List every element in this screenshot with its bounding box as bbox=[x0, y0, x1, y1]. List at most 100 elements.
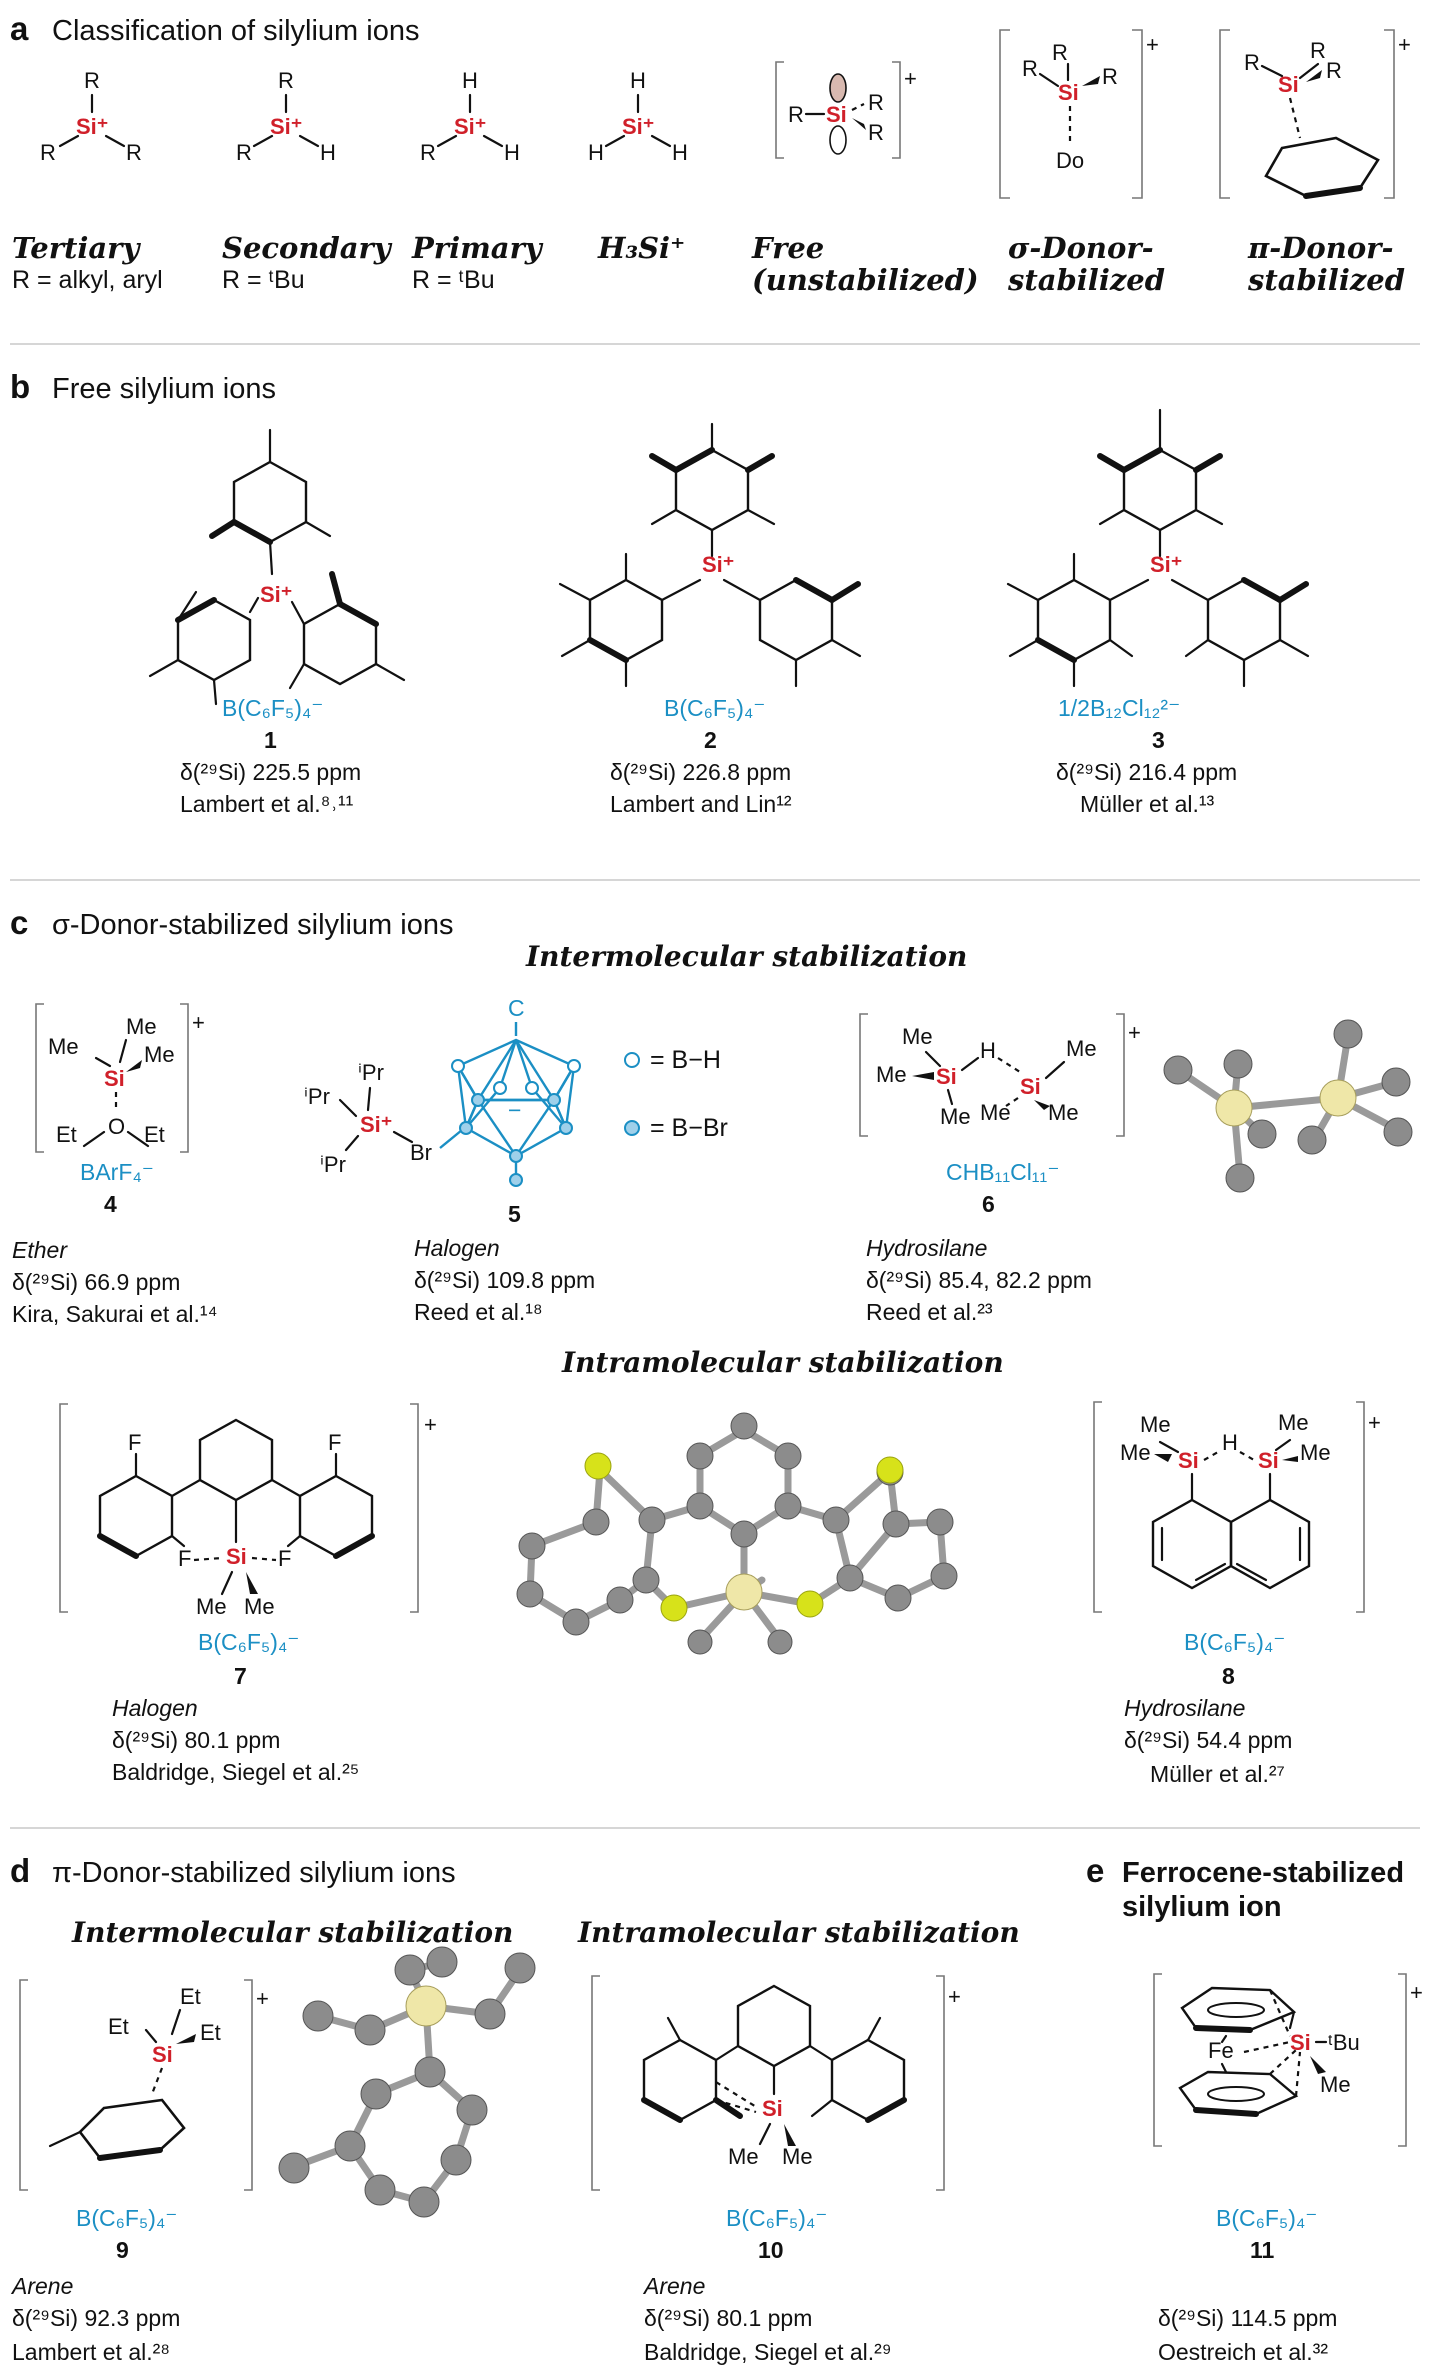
atom-me: Me bbox=[940, 1104, 971, 1129]
atom-si-plus: Si⁺ bbox=[260, 582, 292, 607]
atom-si: Si bbox=[1278, 72, 1299, 97]
subheading-intermolecular: Intermolecular stabilization bbox=[71, 1916, 513, 1949]
anion-label: B(C₆F₅)₄⁻ bbox=[76, 2205, 177, 2231]
atom-h: H bbox=[320, 140, 336, 165]
charge-plus: + bbox=[1398, 32, 1411, 57]
anion-label: BArF₄⁻ bbox=[80, 1159, 154, 1185]
atom-me: Me bbox=[782, 2144, 813, 2169]
atom-r: R bbox=[1326, 58, 1342, 83]
nmr-shift: δ(²⁹Si) 85.4, 82.2 ppm bbox=[866, 1267, 1092, 1293]
atom-c: C bbox=[508, 995, 525, 1021]
anion-label: B(C₆F₅)₄⁻ bbox=[222, 695, 323, 721]
panel-a: a Classification of silylium ions R Si⁺ … bbox=[10, 10, 1411, 297]
panel-e-letter: e bbox=[1086, 1852, 1104, 1889]
panel-e-title-line1: Ferrocene-stabilized bbox=[1122, 1857, 1404, 1889]
class-desc: R = ᵗBu bbox=[222, 266, 305, 294]
structure-primary: H Si⁺ R H bbox=[420, 68, 520, 165]
structure-compound-7: + F F F F Si Me Me B(C₆F₅)₄⁻ 7 bbox=[59, 1403, 437, 1785]
atom-tbu: ᵗBu bbox=[1328, 2030, 1360, 2055]
atom-r: R bbox=[84, 68, 100, 93]
atom-r: R bbox=[420, 140, 436, 165]
structure-compound-4: + Me Me Me Si O Et Et BArF₄⁻ 4 Ether δ(²… bbox=[12, 1003, 217, 1327]
atom-et: Et bbox=[144, 1122, 165, 1147]
panel-a-title: Classification of silylium ions bbox=[52, 15, 419, 47]
atom-r: R bbox=[40, 140, 56, 165]
atom-me: Me bbox=[1048, 1100, 1079, 1125]
atom-ipr: ⁱPr bbox=[358, 1060, 384, 1085]
reference: Müller et al.¹³ bbox=[1080, 791, 1215, 817]
atom-fe: Fe bbox=[1208, 2038, 1234, 2063]
nmr-shift: δ(²⁹Si) 226.8 ppm bbox=[610, 759, 791, 785]
legend-bh: = B−H bbox=[650, 1046, 721, 1074]
atom-h: H bbox=[1222, 1430, 1238, 1455]
nmr-shift: δ(²⁹Si) 66.9 ppm bbox=[12, 1269, 180, 1295]
atom-me: Me bbox=[144, 1042, 175, 1067]
atom-si: Si bbox=[104, 1066, 125, 1091]
atom-si: Si bbox=[1258, 1448, 1279, 1473]
atom-si: Si bbox=[1290, 2030, 1311, 2055]
structure-compound-1: Si⁺ B(C₆F₅)₄⁻ 1 δ(²⁹Si) 225.5 ppm Lamber… bbox=[148, 428, 406, 817]
subheading-intramolecular: Intramolecular stabilization bbox=[577, 1916, 1020, 1949]
class-name: Tertiary bbox=[12, 231, 141, 265]
stabilization-type: Halogen bbox=[112, 1695, 198, 1721]
atom-si: Si bbox=[152, 2042, 173, 2067]
empty-p-orbital bbox=[829, 73, 847, 103]
compound-number: 9 bbox=[116, 2237, 129, 2263]
atom-si: Si bbox=[762, 2096, 783, 2121]
reference: Lambert and Lin¹² bbox=[610, 791, 792, 817]
reference: Lambert et al.⁸˒¹¹ bbox=[180, 791, 354, 817]
atom-r: R bbox=[278, 68, 294, 93]
atom-et: Et bbox=[200, 2020, 221, 2045]
panel-d-title: π-Donor-stabilized silylium ions bbox=[52, 1857, 456, 1889]
atom-r: R bbox=[236, 140, 252, 165]
atom-me: Me bbox=[1140, 1412, 1171, 1437]
atom-h: H bbox=[672, 140, 688, 165]
atom-h: H bbox=[504, 140, 520, 165]
panel-b: b Free silylium ions Si⁺ B(C₆F₅)₄⁻ 1 bbox=[10, 368, 1310, 817]
atom-me: Me bbox=[196, 1594, 227, 1619]
atom-si-plus: Si⁺ bbox=[270, 114, 302, 139]
structure-compound-11: + Fe Si ᵗBu Me B(C₆F₅)₄⁻ 11 δ(²⁹Si) 114.… bbox=[1153, 1973, 1423, 2365]
structure-tertiary: R Si⁺ R R bbox=[40, 68, 142, 165]
atom-me: Me bbox=[728, 2144, 759, 2169]
structure-compound-3: Si⁺ 1/2B₁₂Cl₁₂²⁻ 3 δ(²⁹Si) 216.4 ppm Mül… bbox=[1006, 408, 1310, 817]
atom-r: R bbox=[1244, 50, 1260, 75]
anion-label: 1/2B₁₂Cl₁₂²⁻ bbox=[1058, 695, 1180, 721]
atom-f: F bbox=[278, 1546, 291, 1571]
legend-bbr-marker bbox=[624, 1120, 640, 1136]
atom-r: R bbox=[1052, 40, 1068, 65]
atom-f: F bbox=[128, 1430, 141, 1455]
anion-label: B(C₆F₅)₄⁻ bbox=[198, 1629, 299, 1655]
stabilization-type: Arene bbox=[10, 2273, 73, 2299]
atom-me: Me bbox=[876, 1062, 907, 1087]
atom-si-plus: Si⁺ bbox=[454, 114, 486, 139]
charge-plus: + bbox=[948, 1984, 961, 2009]
subheading-intermolecular: Intermolecular stabilization bbox=[525, 940, 967, 973]
class-name: π-Donor- bbox=[1247, 231, 1394, 265]
class-name: Free bbox=[751, 231, 824, 265]
anion-label: B(C₆F₅)₄⁻ bbox=[1184, 1629, 1285, 1655]
reference: Oestreich et al.³² bbox=[1158, 2339, 1328, 2365]
class-desc: stabilized bbox=[1007, 263, 1165, 297]
compound-number: 4 bbox=[104, 1191, 117, 1217]
atom-f: F bbox=[178, 1546, 191, 1571]
structure-h3si: H Si⁺ H H bbox=[588, 68, 688, 165]
class-name: Primary bbox=[411, 231, 544, 265]
charge-plus: + bbox=[904, 66, 917, 91]
carborane-cage: − bbox=[451, 1038, 581, 1187]
nmr-shift: δ(²⁹Si) 54.4 ppm bbox=[1124, 1727, 1292, 1753]
atom-si-plus: Si⁺ bbox=[1150, 552, 1182, 577]
structure-secondary: R Si⁺ R H bbox=[236, 68, 336, 165]
atom-o: O bbox=[108, 1114, 125, 1139]
atom-h: H bbox=[980, 1038, 996, 1063]
atom-me: Me bbox=[244, 1594, 275, 1619]
panel-c-letter: c bbox=[10, 904, 28, 941]
class-desc: R = ᵗBu bbox=[412, 266, 495, 294]
atom-me: Me bbox=[902, 1024, 933, 1049]
charge-plus: + bbox=[424, 1412, 437, 1437]
structure-compound-2: Si⁺ B(C₆F₅)₄⁻ 2 δ(²⁹Si) 226.8 ppm Lamber… bbox=[558, 422, 862, 817]
charge-plus: + bbox=[1368, 1410, 1381, 1435]
legend-bh-marker bbox=[624, 1052, 640, 1068]
atom-et: Et bbox=[180, 1984, 201, 2009]
panel-b-title: Free silylium ions bbox=[52, 373, 276, 405]
